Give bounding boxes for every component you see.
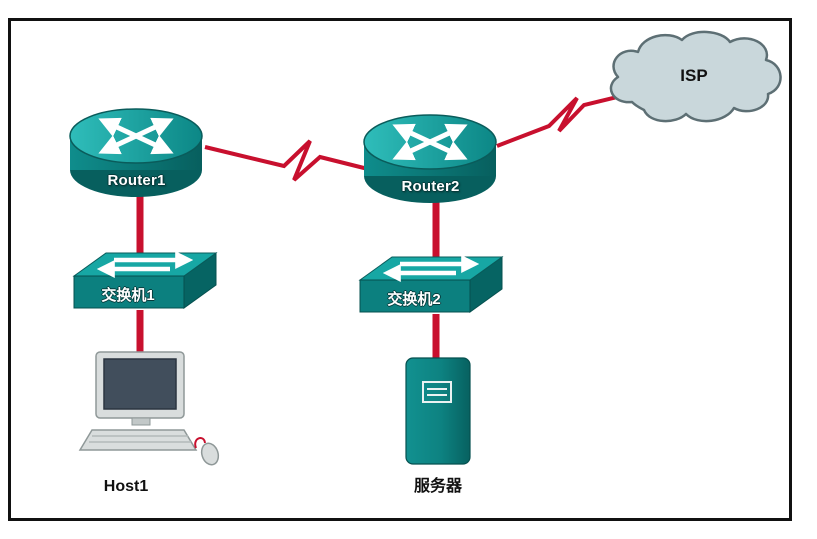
router1-label: Router1	[107, 172, 166, 189]
switch1-label: 交换机1	[101, 287, 155, 304]
pc-icon	[78, 351, 220, 466]
node-router1: Router1	[64, 100, 209, 202]
router-icon	[363, 114, 497, 203]
node-isp: ISP	[598, 30, 790, 128]
host1-label: Host1	[103, 478, 149, 495]
switch-icon	[72, 251, 218, 309]
node-router2: Router2	[358, 106, 503, 208]
cloud-icon	[609, 30, 782, 123]
router-icon	[69, 108, 203, 197]
diagram-border	[8, 18, 792, 521]
isp-label: ISP	[680, 66, 708, 85]
switch-icon	[358, 255, 504, 313]
node-host1: Host1	[76, 350, 228, 496]
router2-label: Router2	[401, 178, 460, 195]
server-icon	[405, 357, 471, 465]
node-server: 服务器	[396, 356, 480, 496]
node-switch1: 交换机1	[66, 248, 218, 320]
node-switch2: 交换机2	[352, 252, 504, 324]
server-label: 服务器	[413, 478, 462, 495]
switch2-label: 交换机2	[387, 291, 441, 308]
